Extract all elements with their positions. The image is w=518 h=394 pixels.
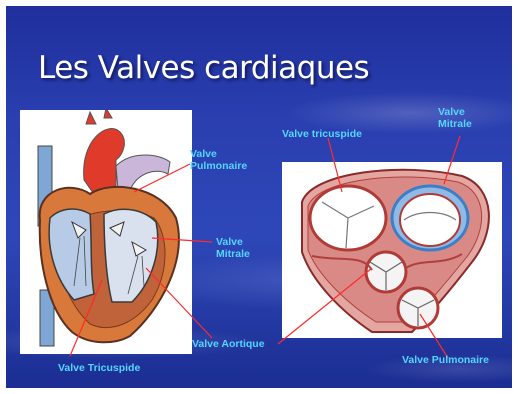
label-valve-pulmonaire-left-text: Valve Pulmonaire [190, 148, 247, 172]
valves-top-view-drawing [282, 162, 502, 338]
heart-section-illustration [20, 110, 192, 354]
label-valve-tricuspide-right: Valve tricuspide [282, 128, 362, 140]
label-valve-mitrale-right: Valve Mitrale [438, 106, 472, 130]
label-valve-tricuspide-bottom: Valve Tricuspide [58, 362, 140, 374]
slide: Les Valves cardiaques [6, 6, 512, 388]
label-valve-pulmonaire-right: Valve Pulmonaire [402, 354, 489, 366]
valves-top-view-illustration [282, 162, 502, 338]
label-valve-aortique: Valve Aortique [192, 338, 265, 350]
label-valve-pulmonaire-left: Valve Pulmonaire [190, 148, 247, 172]
heart-section-drawing [20, 110, 192, 354]
label-valve-tricuspide-bottom-text: Valve Tricuspide [58, 362, 140, 374]
label-valve-pulmonaire-right-text: Valve Pulmonaire [402, 354, 489, 366]
label-valve-tricuspide-right-text: Valve tricuspide [282, 128, 362, 140]
label-valve-aortique-text: Valve Aortique [192, 338, 265, 350]
slide-title: Les Valves cardiaques [38, 50, 369, 86]
label-valve-mitrale-left: Valve Mitrale [216, 236, 250, 260]
label-valve-mitrale-left-text: Valve Mitrale [216, 236, 250, 260]
label-valve-mitrale-right-text: Valve Mitrale [438, 106, 472, 130]
